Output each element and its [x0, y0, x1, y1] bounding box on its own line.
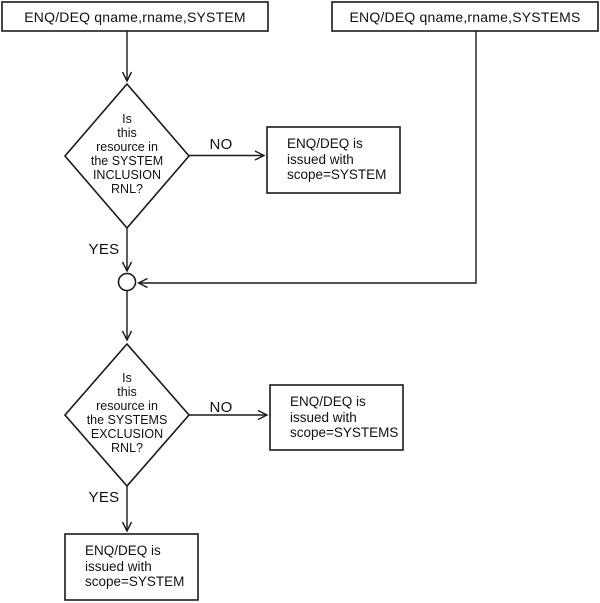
start-box-system-shape [1, 1, 269, 32]
start-box-systems-shape [331, 1, 599, 32]
start-box-system-label: ENQ/DEQ qname,rname,SYSTEM [24, 8, 246, 25]
decision-system-inclusion-label: Is this resource in the SYSTEM INCLUSION… [90, 112, 164, 196]
junction-circle [117, 272, 137, 292]
no-edge-label-2: NO [209, 399, 233, 416]
result-box-scope-systems-shape [269, 384, 404, 451]
result-box-scope-system-1-label: ENQ/DEQ is issued with scope=SYSTEM [287, 136, 387, 182]
yes-edge-label-2: YES [88, 489, 120, 506]
start-box-systems-label: ENQ/DEQ qname,rname,SYSTEMS [349, 8, 581, 25]
result-box-scope-system-2-label: ENQ/DEQ is issued with scope=SYSTEM [85, 543, 185, 589]
result-box-scope-system-2-shape [64, 533, 199, 601]
no-edge-label-1: NO [209, 136, 233, 153]
result-box-scope-systems-label: ENQ/DEQ is issued with scope=SYSTEMS [290, 394, 399, 440]
result-box-scope-system-1-shape [266, 126, 401, 194]
decision-systems-exclusion-label: Is this resource in the SYSTEMS EXCLUSIO… [86, 371, 168, 455]
yes-edge-label-1: YES [88, 241, 120, 258]
edge-start-systems-to-junction [139, 31, 477, 283]
